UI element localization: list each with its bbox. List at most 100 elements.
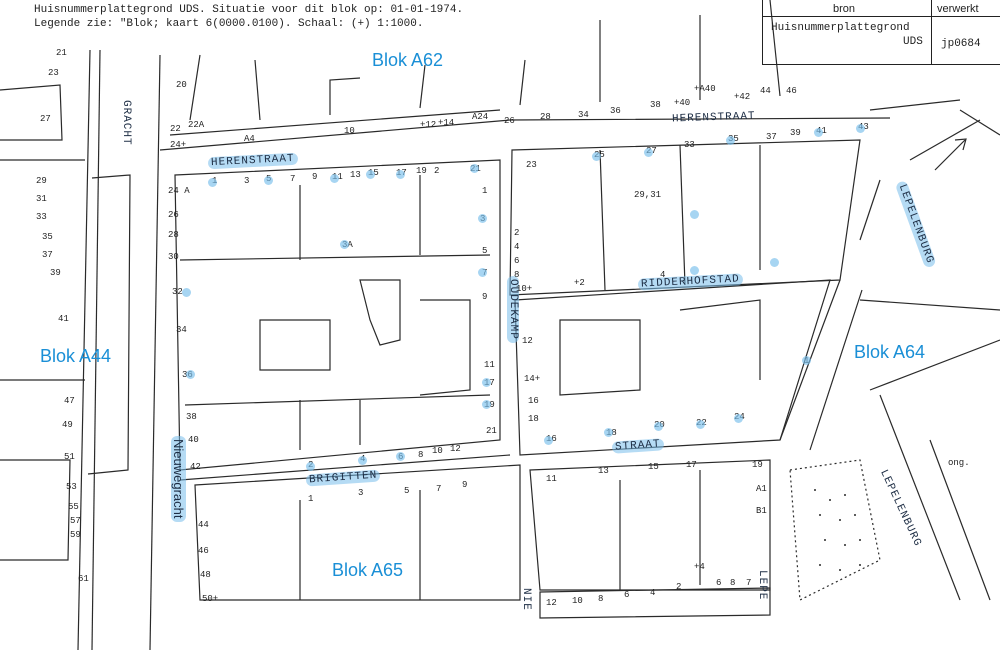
house-number: 44 bbox=[198, 520, 209, 530]
house-number: 30 bbox=[168, 252, 179, 262]
house-number: 1 bbox=[482, 186, 488, 196]
house-number: 53 bbox=[66, 482, 77, 492]
house-number: 4 bbox=[514, 242, 520, 252]
house-number: A24 bbox=[472, 112, 489, 122]
house-number: 39 bbox=[50, 268, 61, 278]
house-number: 38 bbox=[650, 100, 661, 110]
house-number: 37 bbox=[766, 132, 777, 142]
house-number: 38 bbox=[186, 412, 197, 422]
house-number: 6 bbox=[514, 256, 520, 266]
house-number: 26 bbox=[504, 116, 515, 126]
house-number: 12 bbox=[546, 598, 557, 608]
highlight-marker bbox=[330, 174, 339, 183]
house-number: 24 A bbox=[168, 186, 190, 196]
house-number: 26 bbox=[168, 210, 179, 220]
house-number: 28 bbox=[168, 230, 179, 240]
house-number: 47 bbox=[64, 396, 75, 406]
highlight-marker bbox=[856, 124, 865, 133]
house-number: 1 bbox=[308, 494, 314, 504]
highlight-marker bbox=[396, 452, 405, 461]
highlight-marker bbox=[358, 456, 367, 465]
block-label-a64: Blok A64 bbox=[854, 342, 926, 362]
block-label-a62: Blok A62 bbox=[372, 50, 444, 70]
house-number: 10+ bbox=[516, 284, 533, 294]
highlight-marker bbox=[264, 176, 273, 185]
block-label-a65: Blok A65 bbox=[332, 560, 404, 580]
highlight-marker bbox=[208, 178, 217, 187]
house-number: 5 bbox=[482, 246, 488, 256]
highlight-marker bbox=[726, 136, 735, 145]
house-number: +4 bbox=[694, 562, 705, 572]
highlight-marker bbox=[470, 164, 479, 173]
house-number: 8 bbox=[514, 270, 520, 280]
house-number: 9 bbox=[462, 480, 468, 490]
highlight-marker bbox=[690, 266, 699, 275]
house-number: 61 bbox=[78, 574, 89, 584]
house-number: 46 bbox=[786, 86, 797, 96]
house-number: 48 bbox=[200, 570, 211, 580]
highlight-marker bbox=[482, 378, 491, 387]
house-number: 44 bbox=[760, 86, 771, 96]
processed-value: jp0684 bbox=[941, 38, 981, 50]
label-ong: ong. bbox=[948, 458, 970, 468]
highlight-marker bbox=[592, 152, 601, 161]
house-number: 27 bbox=[40, 114, 51, 124]
house-number: 21 bbox=[486, 426, 497, 436]
house-number: 46 bbox=[198, 546, 209, 556]
house-number: 20 bbox=[176, 80, 187, 90]
house-number: 18 bbox=[528, 414, 539, 424]
house-number: 51 bbox=[64, 452, 75, 462]
block-label-a44: Blok A44 bbox=[40, 346, 112, 366]
house-number: 32 bbox=[172, 287, 183, 297]
house-number: 3 bbox=[244, 176, 250, 186]
street-gracht: GRACHT bbox=[120, 100, 132, 146]
house-number: 3 bbox=[358, 488, 364, 498]
house-number: 6 bbox=[624, 590, 630, 600]
house-number: 42 bbox=[190, 462, 201, 472]
house-number: 28 bbox=[540, 112, 551, 122]
house-number: 10 bbox=[432, 446, 443, 456]
house-number: 11 bbox=[546, 474, 557, 484]
house-number: 9 bbox=[312, 172, 318, 182]
highlight-marker bbox=[482, 400, 491, 409]
house-number: 39 bbox=[790, 128, 801, 138]
house-number: 23 bbox=[526, 160, 537, 170]
processed-header: verwerkt bbox=[937, 3, 979, 15]
house-number: 9 bbox=[482, 292, 488, 302]
house-number: 10 bbox=[572, 596, 583, 606]
house-number: 5 bbox=[404, 486, 410, 496]
highlight-marker bbox=[814, 128, 823, 137]
house-number: 57 bbox=[70, 516, 81, 526]
house-number: 14+ bbox=[524, 374, 541, 384]
house-number: 12 bbox=[522, 336, 533, 346]
house-number: 19 bbox=[416, 166, 427, 176]
highlight-marker bbox=[802, 356, 811, 365]
highlight-marker bbox=[696, 420, 705, 429]
highlight-marker bbox=[186, 370, 195, 379]
house-number: B1 bbox=[756, 506, 767, 516]
house-number: 21 bbox=[56, 48, 67, 58]
source-header: bron bbox=[833, 3, 856, 15]
house-number: 7 bbox=[436, 484, 442, 494]
house-number: 7 bbox=[746, 578, 752, 588]
highlight-marker bbox=[654, 422, 663, 431]
house-number: +A40 bbox=[694, 84, 716, 94]
house-number: 24+ bbox=[170, 140, 187, 150]
highlight-marker bbox=[544, 436, 553, 445]
house-number: 7 bbox=[290, 174, 296, 184]
highlight-marker bbox=[644, 148, 653, 157]
house-number: 23 bbox=[48, 68, 59, 78]
highlight-marker bbox=[734, 414, 743, 423]
house-number: 36 bbox=[610, 106, 621, 116]
house-number: 10 bbox=[344, 126, 355, 136]
house-number: 13 bbox=[598, 466, 609, 476]
house-number: 2 bbox=[434, 166, 440, 176]
house-number: 8 bbox=[598, 594, 604, 604]
house-number: 31 bbox=[36, 194, 47, 204]
house-number: 41 bbox=[58, 314, 69, 324]
house-number: 16 bbox=[528, 396, 539, 406]
highlight-marker bbox=[366, 170, 375, 179]
house-number: 2 bbox=[676, 582, 682, 592]
house-number: 19 bbox=[752, 460, 763, 470]
